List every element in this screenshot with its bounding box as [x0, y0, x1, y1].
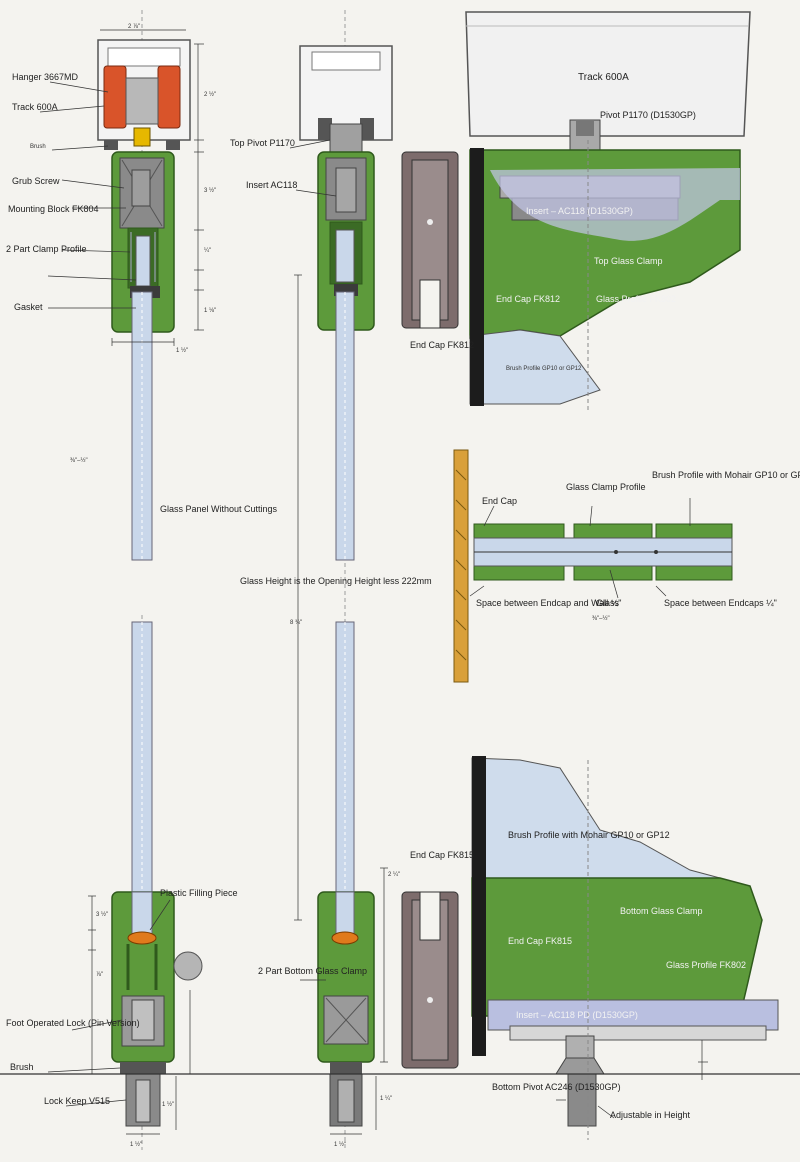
label-space-endcaps: Space between Endcaps ¼" [664, 598, 777, 608]
text-labels: Hanger 3667MD Track 600A Brush Grub Scre… [6, 24, 800, 1148]
label-track-600a: Track 600A [578, 72, 629, 83]
label-bottom-glass-clamp: Bottom Glass Clamp [620, 906, 703, 916]
label-brush-bottom: Brush [10, 1062, 34, 1072]
label-brush-top: Brush [30, 144, 46, 150]
end-cap-bottom-drawing [401, 891, 459, 1069]
label-plastic-filling: Plastic Filling Piece [160, 888, 238, 898]
right-bottom-assembly [471, 756, 779, 1140]
label-grub-screw: Grub Screw [12, 176, 60, 186]
label-adjustable: Adjustable in Height [610, 1110, 691, 1120]
label-bottom-clamp: 2 Part Bottom Glass Clamp [258, 966, 367, 976]
label-top-glass-clamp: Top Glass Clamp [594, 256, 663, 266]
label-top-pivot: Top Pivot P1170 [230, 138, 295, 148]
label-glass-clamp-profile: Glass Clamp Profile [566, 482, 646, 492]
label-end-cap-bottom: End Cap FK815 [410, 850, 474, 860]
label-dim-8: 8 ¾" [290, 620, 302, 626]
dim-w-top: 2 ⅞" [128, 24, 140, 30]
dim-h-block: 3 ½" [204, 187, 216, 194]
plan-view [453, 449, 733, 683]
dim-h-gasket: 1 ⅛" [204, 308, 216, 314]
dim-w-lock: 1 ½" [130, 1141, 142, 1148]
label-glass-thick: ⅜"–½" [70, 457, 88, 464]
left-section-top [39, 10, 204, 561]
label-end-cap-top: End Cap FK812 [410, 340, 474, 350]
label-foot-lock: Foot Operated Lock (Pin Version) [6, 1018, 140, 1028]
label-clamp-profile: 2 Part Clamp Profile [6, 244, 87, 254]
label-lock-keep: Lock Keep V515 [44, 1096, 110, 1106]
dim-h-bottom-b: ⅞" [96, 972, 103, 978]
label-end-cap-mid: End Cap [482, 496, 517, 506]
dim-h-lock: 1 ½" [162, 1101, 174, 1108]
left-section-bottom [47, 615, 203, 1150]
label-glass-panel: Glass Panel Without Cuttings [160, 504, 278, 514]
label-glass-height: Glass Height is the Opening Height less … [240, 576, 432, 586]
label-insert-bottom: Insert – AC118 PD (D1530GP) [516, 1010, 638, 1020]
dim-w-clamp: 1 ½" [176, 347, 188, 354]
label-space-wall: Space between Endcap and Wall ¼" [476, 598, 621, 608]
label-glass-mid-dim: ⅜"–½" [592, 615, 610, 622]
label-end-cap-r1: End Cap FK812 [496, 294, 560, 304]
label-end-cap-r2: End Cap FK815 [508, 936, 572, 946]
label-glass-mid: Glass [596, 598, 620, 608]
middle-section [289, 10, 459, 1150]
dim-h-foot: 1 ¼" [380, 1096, 392, 1102]
label-insert-top-right: Insert – AC118 (D1530GP) [526, 206, 633, 216]
label-brush-profile-mid: Brush Profile with Mohair GP10 or GP12 [652, 470, 800, 480]
label-insert: Insert AC118 [246, 180, 297, 190]
dim-h-small: ¼" [204, 248, 211, 254]
dim-h-right: 2 ¼" [388, 872, 400, 878]
label-mounting-block: Mounting Block FK804 [8, 204, 99, 214]
label-brush-profile-r2: Brush Profile with Mohair GP10 or GP12 [508, 830, 670, 840]
label-pivot-top-right: Pivot P1170 (D1530GP) [600, 110, 696, 120]
label-bottom-pivot: Bottom Pivot AC246 (D1530GP) [492, 1082, 621, 1092]
label-gasket: Gasket [14, 302, 43, 312]
dim-w-pivot: 1 ½" [334, 1141, 346, 1148]
dim-h-top: 2 ½" [204, 91, 216, 98]
label-glass-profile-r1: Glass Profile FK802 [596, 294, 676, 304]
right-top-assembly [465, 11, 751, 410]
dim-h-bottom-a: 3 ½" [96, 911, 108, 918]
label-track-left: Track 600A [12, 102, 58, 112]
label-hanger: Hanger 3667MD [12, 72, 79, 82]
label-brush-profile-r1: Brush Profile GP10 or GP12 [506, 366, 582, 372]
label-glass-profile-r2: Glass Profile FK802 [666, 960, 746, 970]
end-cap-top-drawing [401, 151, 459, 329]
